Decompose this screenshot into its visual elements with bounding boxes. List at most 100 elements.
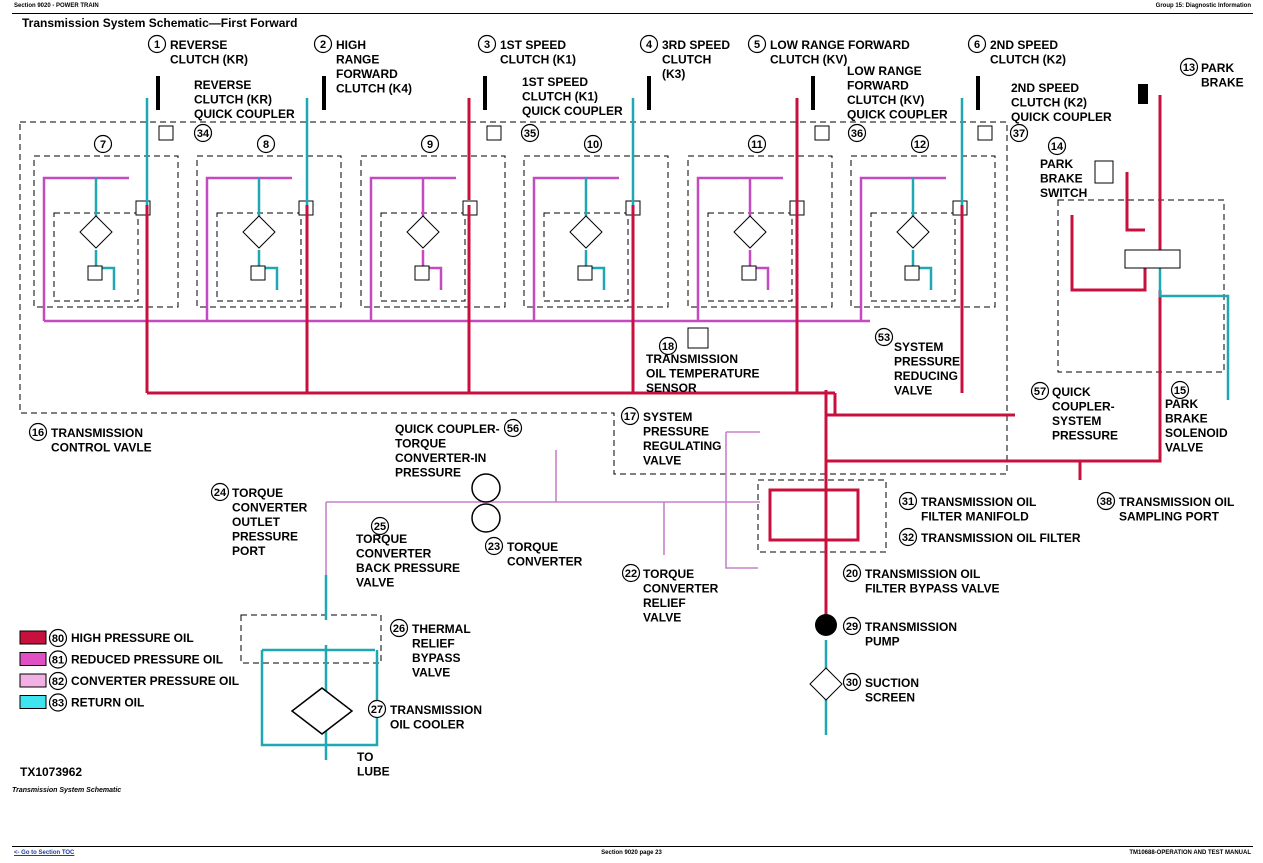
valve-number-tag: 8 [256,134,276,154]
valve-section-box [360,155,506,308]
component-tag-27: 27 [367,699,387,719]
valve-solenoid-symbol [414,265,430,281]
svg-text:32: 32 [902,532,914,544]
component-tag-56: 56 [503,418,523,438]
valve-section-box [523,155,669,308]
clutch-pack-symbol [322,76,326,110]
svg-text:53: 53 [878,332,890,344]
legend-swatch [19,652,47,666]
svg-text:26: 26 [393,623,405,635]
component-tag-57: 57 [1030,381,1050,401]
svg-text:14: 14 [1051,141,1064,153]
converter-lines [326,431,760,569]
valve-pilot-line [859,176,946,321]
valve-solenoid-symbol [250,265,266,281]
top-divider [12,13,1253,14]
clutch-tag: 4 [639,34,659,54]
quick-coupler-symbol [486,125,502,141]
svg-text:20: 20 [846,568,858,580]
engaged-clutch-feeds [467,98,799,205]
park-brake-symbol [1138,84,1148,104]
svg-text:11: 11 [751,139,763,151]
legend-swatch [19,673,47,688]
suction-screen-symbol [809,667,843,701]
svg-text:2: 2 [320,39,326,51]
valve-solenoid-symbol [577,265,593,281]
svg-text:25: 25 [374,521,386,533]
torque-converter-symbol-top [471,473,501,503]
component-tag-17: 17 [620,406,640,426]
svg-text:30: 30 [846,677,858,689]
valve-filter-symbol [242,215,276,249]
svg-text:37: 37 [1013,128,1025,140]
legend-label: REDUCED PRESSURE OIL [71,653,223,667]
park-solenoid-loop [1070,215,1147,292]
legend-tag: 82 [48,671,68,691]
park-solenoid-symbol [1124,249,1181,269]
valve-pilot-line [696,176,783,321]
clutch-tag: 2 [313,34,333,54]
valve-internal-line [748,178,770,290]
valve-pressure-drops [145,205,964,393]
valve-filter-symbol [896,215,930,249]
clutch-pack-symbol [483,76,487,110]
valve-filter-symbol [79,215,113,249]
svg-text:5: 5 [754,39,760,51]
valve-pilot-line [369,176,456,321]
component-tag-29: 29 [842,616,862,636]
clutch-pack-symbol [811,76,815,110]
svg-text:29: 29 [846,621,858,633]
section-toc-link[interactable]: <- Go to Section TOC [14,850,75,856]
svg-text:22: 22 [625,568,637,580]
component-tag-15: 15 [1170,380,1190,400]
component-tag-14: 14 [1047,136,1067,156]
valve-solenoid-symbol [87,265,103,281]
park-brake-switch-symbol [1094,160,1114,184]
figure-caption: Transmission System Schematic [12,787,122,794]
valve-number-tag: 11 [747,134,767,154]
svg-text:82: 82 [52,676,64,688]
valve-number-tag: 10 [583,134,603,154]
released-clutch-feeds [145,98,964,205]
clutch-tag: 6 [967,34,987,54]
svg-text:80: 80 [52,633,64,645]
clutch-pack-symbol [156,76,160,110]
quick-coupler-symbol [814,125,830,141]
legend-label: RETURN OIL [71,696,144,710]
page-title: Transmission System Schematic—First Forw… [22,16,298,30]
valve-pilot-line [42,176,129,321]
valve-pilot-line [205,176,292,321]
valve-section-box [850,155,996,308]
svg-text:34: 34 [197,128,210,140]
component-tag-26: 26 [389,618,409,638]
svg-text:7: 7 [100,139,106,151]
svg-text:27: 27 [371,704,383,716]
svg-text:16: 16 [32,427,44,439]
component-tag-13: 13 [1179,57,1199,77]
pump-symbol [815,614,837,636]
valve-internal-line [584,178,606,290]
svg-text:1: 1 [154,39,160,51]
clutch-tag: 5 [747,34,767,54]
svg-text:12: 12 [914,139,926,151]
legend-tag: 80 [48,628,68,648]
